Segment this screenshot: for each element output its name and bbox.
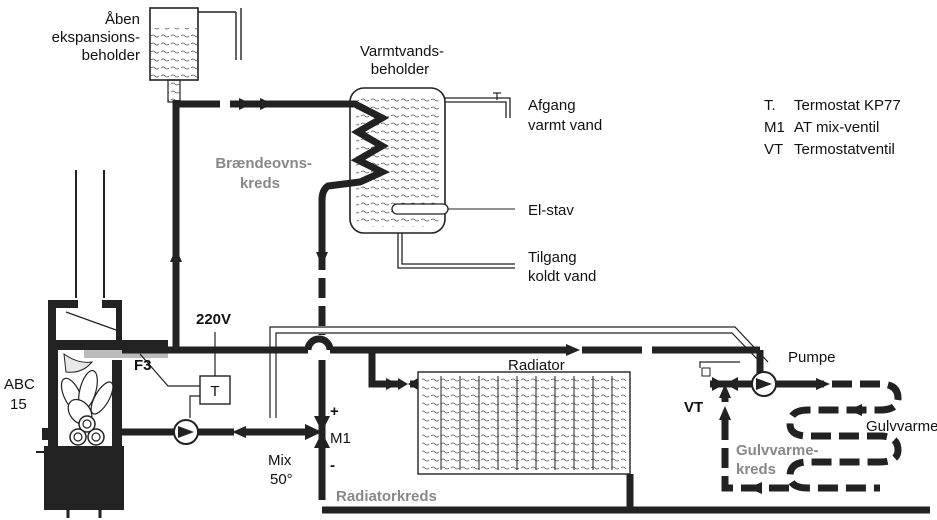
label-hw-1: Varmtvands- — [360, 43, 444, 60]
legend-key: M1 — [764, 119, 785, 136]
label-tank-2: ekspansions- — [52, 29, 140, 46]
stove-pump-icon — [173, 419, 199, 445]
thermostat-box — [199, 375, 231, 405]
label-radiator: Radiator — [508, 357, 565, 374]
label-floor-circuit-1: Gulvvarme- — [736, 442, 819, 459]
label-vt: VT — [684, 399, 703, 416]
flow-arrows — [170, 98, 862, 494]
radiator-panel — [417, 371, 631, 475]
label-stove-circuit-1: Brændeovns- — [215, 155, 312, 172]
label-m1: M1 — [330, 430, 351, 447]
label-abc-2: 15 — [10, 396, 27, 413]
label-tank-1: Åben — [105, 11, 140, 28]
label-mix-1: Mix — [268, 452, 292, 469]
legend-text: Termostatventil — [794, 141, 895, 158]
legend-key: T. — [764, 97, 776, 114]
label-elstav: El-stav — [528, 202, 574, 219]
label-plus: + — [330, 403, 339, 420]
control-wires — [139, 326, 769, 418]
expansion-tank — [149, 7, 242, 103]
label-in-2: koldt vand — [528, 268, 596, 285]
label-out-1: Afgang — [528, 97, 576, 114]
label-minus: - — [330, 457, 335, 474]
floor-pump-icon — [751, 371, 777, 397]
radiator-valve-icon — [398, 378, 418, 390]
label-radiator-circuit: Radiatorkreds — [336, 488, 437, 505]
label-abc-1: ABC — [4, 376, 35, 393]
thermostatic-valve-vt-icon — [701, 367, 738, 398]
label-tank-3: beholder — [82, 47, 140, 64]
label-gulvvarme: Gulvvarme — [866, 418, 937, 435]
labels: Åben ekspansions- beholder Varmtvands- b… — [4, 11, 937, 505]
label-thermostat: T — [210, 383, 219, 400]
chimney — [75, 170, 105, 298]
label-floor-circuit-2: kreds — [736, 461, 776, 478]
wood-stove — [36, 300, 168, 518]
label-in-1: Tilgang — [528, 249, 577, 266]
label-f3: F3 — [134, 357, 152, 374]
mix-valve-m1-icon — [305, 416, 330, 448]
legend-key: VT — [764, 141, 783, 158]
label-out-2: varmt vand — [528, 117, 602, 134]
label-mix-2: 50° — [270, 471, 293, 488]
legend: T. Termostat KP77 M1 AT mix-ventil VT Te… — [764, 97, 901, 158]
label-hw-2: beholder — [371, 61, 429, 78]
legend-text: AT mix-ventil — [794, 119, 879, 136]
label-220v: 220V — [196, 311, 231, 328]
label-stove-circuit-2: kreds — [240, 175, 280, 192]
label-pumpe: Pumpe — [788, 349, 836, 366]
legend-text: Termostat KP77 — [794, 97, 901, 114]
